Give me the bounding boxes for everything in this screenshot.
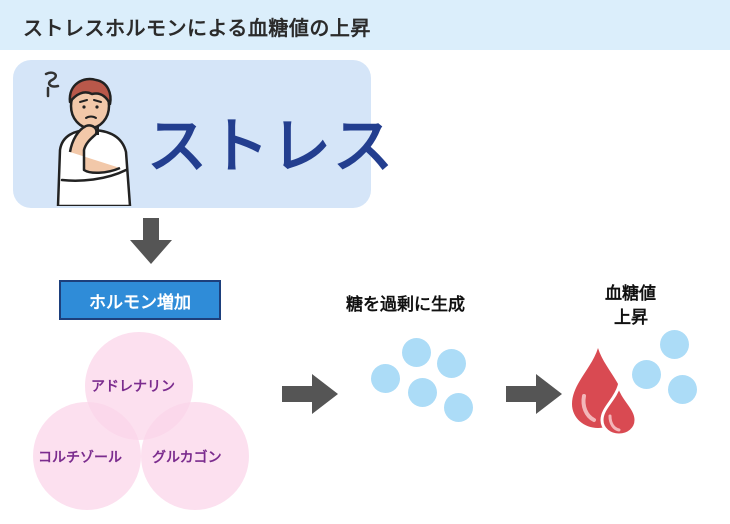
blood-sugar-label-line1: 血糖値 [605,284,656,304]
right-arrow-icon [282,374,338,414]
stressed-person-icon [44,71,132,206]
page-header: ストレスホルモンによる血糖値の上昇 [0,0,730,50]
sugar-dot [402,338,431,367]
right-arrow-icon [506,374,562,414]
sugar-dot [660,330,689,359]
blood-sugar-label-line2: 上昇 [614,308,648,328]
blood-drop-icon [572,348,638,436]
hormone-increase-box: ホルモン増加 [59,280,221,320]
down-arrow-icon [130,218,172,264]
venn-circle-glucagon [141,402,249,510]
sugar-overproduction-label: 糖を過剰に生成 [346,295,465,315]
hormone-item-adrenaline: アドレナリン [91,379,175,395]
sugar-dot [408,378,437,407]
sugar-dot [668,375,697,404]
sugar-dot [437,349,466,378]
stress-label: ストレス [147,112,395,182]
sugar-dot [444,393,473,422]
sugar-dot [371,364,400,393]
hormone-item-cortisol: コルチゾール [38,450,122,466]
sugar-dot [632,360,661,389]
venn-circle-cortisol [33,402,141,510]
page-title: ストレスホルモンによる血糖値の上昇 [23,16,371,40]
hormone-item-glucagon: グルカゴン [152,450,222,466]
